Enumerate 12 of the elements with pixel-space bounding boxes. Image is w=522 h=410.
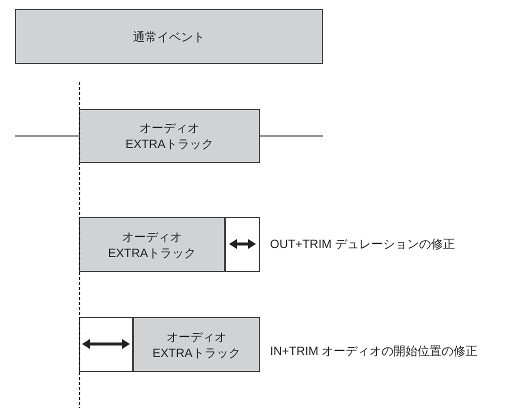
event-box	[79, 217, 225, 272]
box-label: 通常イベント	[132, 28, 206, 44]
empty-box	[79, 317, 133, 372]
trim-description: OUT+TRIM デュレーションの修正	[270, 236, 455, 252]
event-box	[15, 9, 323, 64]
box-label: オーディオ EXTRAトラック	[151, 328, 242, 360]
trim-description: IN+TRIM オーディオの開始位置の修正	[270, 343, 478, 359]
event-box	[79, 109, 260, 163]
box-label: オーディオ EXTRAトラック	[124, 120, 214, 152]
box-label: オーディオ EXTRAトラック	[106, 228, 197, 260]
event-box	[133, 317, 260, 372]
empty-box	[225, 217, 260, 272]
